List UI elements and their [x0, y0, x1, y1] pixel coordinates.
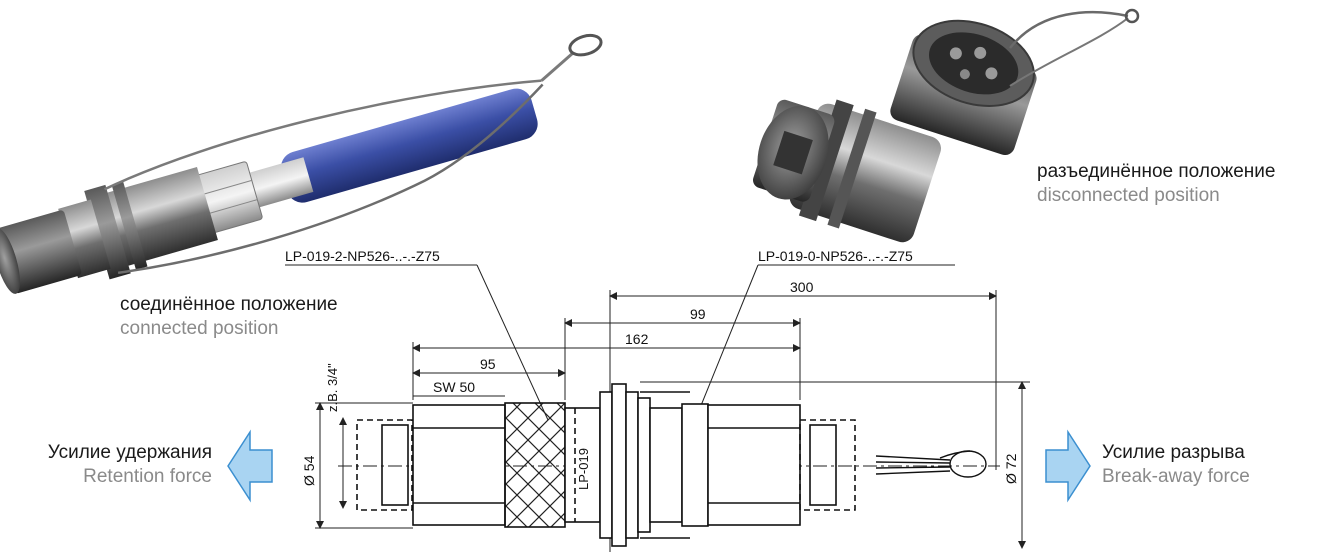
breakaway-force-arrow-icon	[1045, 429, 1091, 503]
diameter-72-label: Ø 72	[1003, 453, 1019, 484]
dimension-95: 95	[480, 356, 496, 372]
connected-position-caption-en: connected position	[120, 318, 279, 339]
breakaway-force-label-ru: Усилие разрыва	[1102, 442, 1245, 463]
part-number-right: LP-019-0-NP526-..-.-Z75	[758, 248, 913, 264]
body-marking-label: LP-019	[576, 448, 591, 490]
retention-force-label-ru: Усилие удержания	[47, 442, 212, 463]
disconnected-position-caption-en: disconnected position	[1037, 185, 1220, 206]
diameter-54-label: Ø 54	[301, 455, 317, 486]
part-number-left: LP-019-2-NP526-..-.-Z75	[285, 248, 440, 264]
thread-size-label: z.B. 3/4"	[325, 363, 340, 412]
wrench-size-label: SW 50	[433, 379, 475, 395]
dimension-99: 99	[690, 306, 706, 322]
disconnected-position-caption-ru: разъединённое положение	[1037, 161, 1276, 182]
dimension-300: 300	[790, 279, 814, 295]
retention-force-label-en: Retention force	[83, 466, 212, 487]
connected-position-caption-ru: соединённое положение	[120, 294, 338, 315]
breakaway-force-label-en: Break-away force	[1102, 466, 1250, 487]
dimension-162: 162	[625, 331, 649, 347]
retention-force-arrow-icon	[227, 429, 273, 503]
